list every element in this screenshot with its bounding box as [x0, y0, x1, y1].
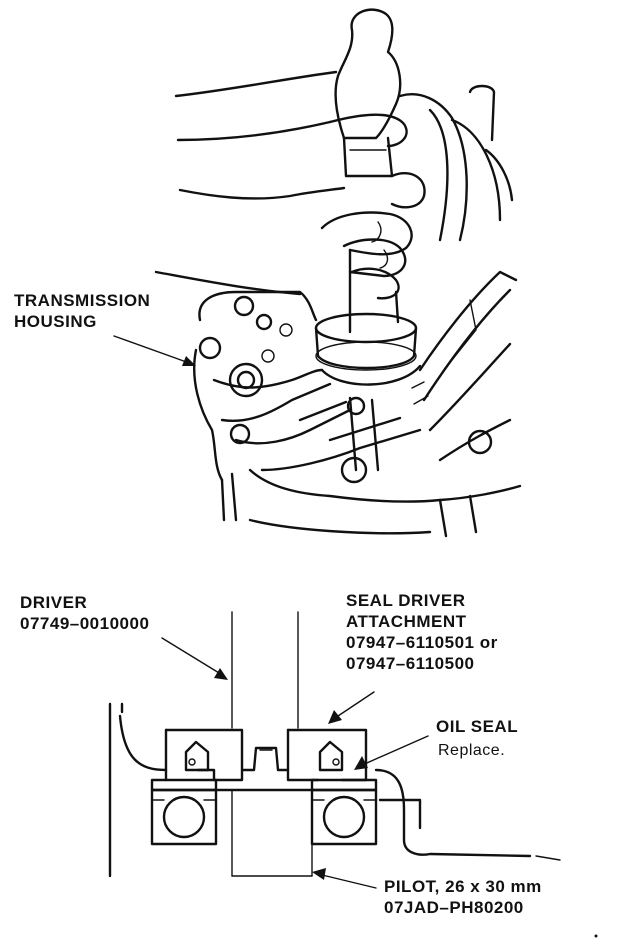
label-oil-seal-note: Replace.: [438, 742, 506, 759]
label-seal-driver-line1: SEAL DRIVER: [346, 591, 466, 610]
driver-body: [314, 312, 422, 386]
label-oil-seal: OIL SEAL: [436, 716, 518, 737]
label-housing-line2: HOUSING: [14, 312, 97, 331]
label-transmission-line1: TRANSMISSION: [14, 291, 151, 310]
label-oil-seal-title: OIL SEAL: [436, 717, 519, 736]
label-seal-driver-part-b: 07947–6110500: [346, 654, 475, 673]
cross-section: [108, 611, 598, 938]
leader-transmission-housing: [113, 335, 196, 366]
label-seal-driver-part-a: 07947–6110501 or: [346, 633, 498, 652]
leader-driver: [161, 637, 228, 680]
label-pilot-part-number: 07JAD–PH80200: [384, 898, 524, 917]
label-driver: DRIVER 07749–0010000: [20, 592, 149, 634]
hand-illustration: [154, 70, 514, 334]
leader-oil-seal: [354, 735, 429, 770]
label-pilot: PILOT, 26 x 30 mm 07JAD–PH80200: [384, 876, 542, 918]
label-pilot-title: PILOT, 26 x 30 mm: [384, 877, 542, 896]
transmission-housing: [193, 270, 522, 538]
label-seal-driver-line2: ATTACHMENT: [346, 612, 467, 631]
hammer-illustration: [334, 8, 496, 178]
leader-seal-driver-attachment: [328, 691, 375, 724]
label-transmission-housing: TRANSMISSION HOUSING: [14, 290, 150, 332]
label-driver-part-number: 07749–0010000: [20, 614, 150, 633]
leader-pilot: [312, 868, 377, 889]
label-seal-driver-attachment: SEAL DRIVER ATTACHMENT 07947–6110501 or …: [346, 590, 498, 674]
label-driver-title: DRIVER: [20, 593, 88, 612]
